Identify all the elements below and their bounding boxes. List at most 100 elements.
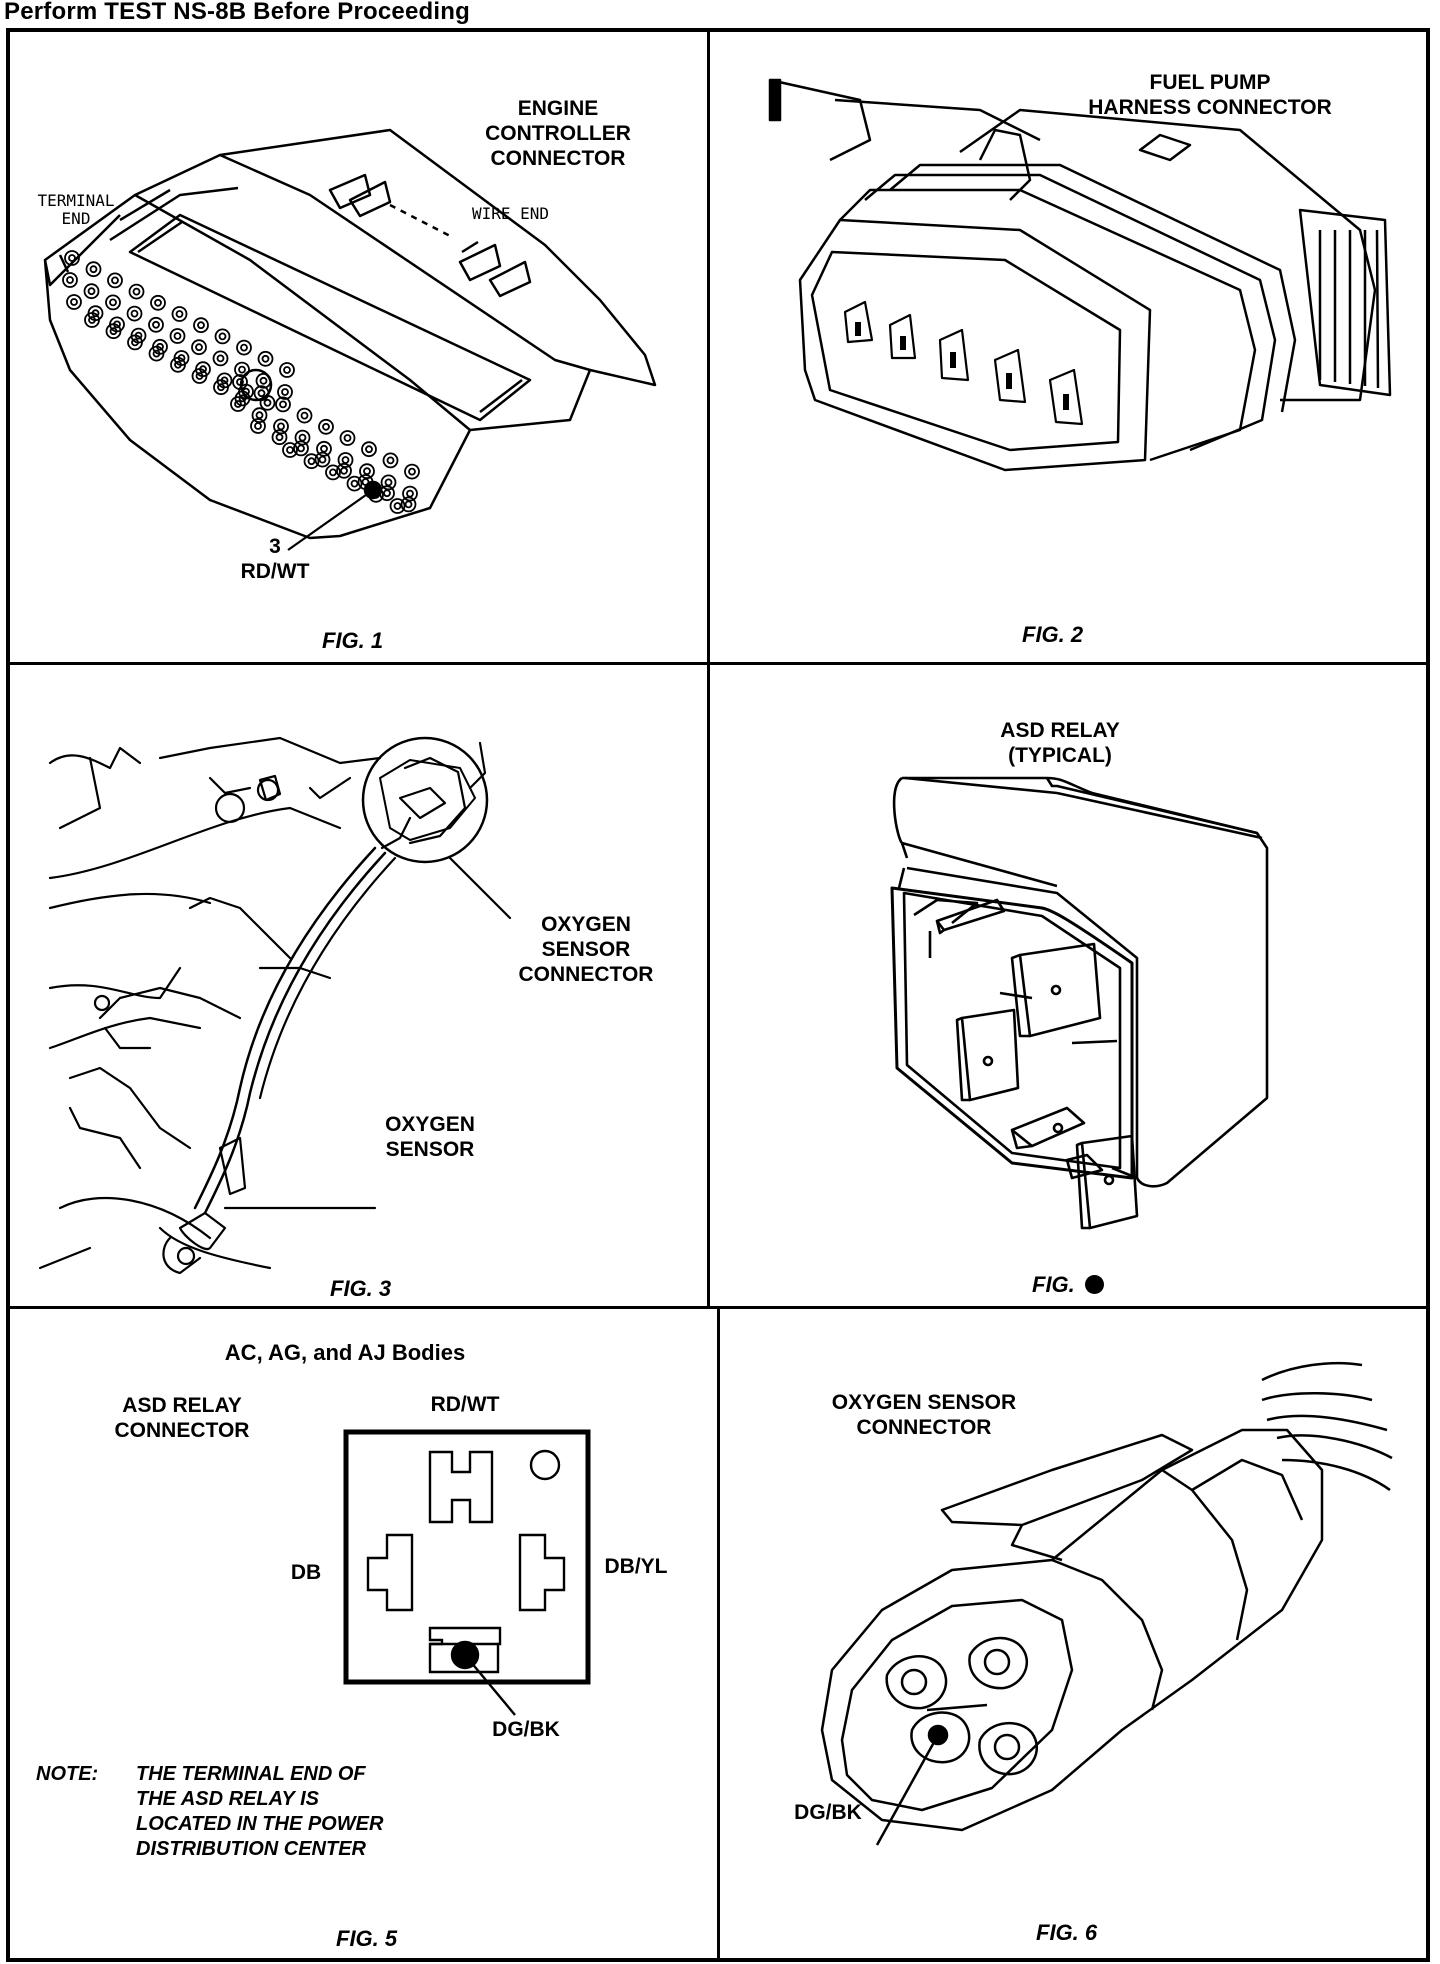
connector-pin-socket	[240, 395, 246, 401]
fig6-caption: FIG. 6	[1036, 1920, 1098, 1945]
connector-pin	[65, 251, 79, 265]
fig3-sensor-line1: OXYGEN	[385, 1113, 475, 1136]
connector-pin-socket	[196, 344, 202, 350]
connector-pin-socket	[198, 322, 204, 328]
asd-relay-connector-drawing	[10, 1310, 710, 1960]
fig5-note-label: NOTE:	[36, 1763, 99, 1785]
fig1-pin-number: 3	[269, 535, 281, 558]
fig1-caption: FIG. 1	[322, 628, 384, 653]
fig4-title: ASD RELAY (TYPICAL)	[960, 718, 1160, 768]
fig5-relay-line2: CONNECTOR	[114, 1419, 250, 1442]
connector-pin	[391, 499, 405, 513]
connector-pin-socket	[406, 501, 412, 507]
connector-pin	[192, 340, 206, 354]
fig2-title: FUEL PUMP HARNESS CONNECTOR	[1080, 70, 1340, 120]
fig1-title-line1: ENGINE	[517, 97, 599, 120]
connector-pin-socket	[197, 373, 203, 379]
fig3-sensor-line2: SENSOR	[385, 1138, 475, 1161]
fig1-terminal-end-line1: TERMINAL	[37, 191, 115, 210]
connector-pin	[296, 431, 310, 445]
fig3-sensor-label: OXYGEN SENSOR	[370, 1112, 490, 1162]
page-title: Perform TEST NS-8B Before Proceeding	[4, 0, 470, 25]
connector-pin	[194, 318, 208, 332]
fig5-note-line1: THE TERMINAL END OF	[136, 1763, 366, 1785]
connector-pin-socket	[239, 367, 245, 373]
connector-pin-socket	[153, 322, 159, 328]
asd-relay-drawing	[712, 668, 1412, 1308]
fig1-pin-color: RD/WT	[240, 560, 310, 583]
fig5-top-wire: RD/WT	[430, 1393, 500, 1416]
fig3-connector-line2: SENSOR	[541, 938, 631, 961]
connector-pin	[108, 273, 122, 287]
connector-pin	[130, 285, 144, 299]
fig6-title: OXYGEN SENSOR CONNECTOR	[814, 1390, 1034, 1440]
connector-pin	[317, 442, 331, 456]
panel-divider-vertical-bottom	[717, 1308, 720, 1962]
fig5-note-text: THE TERMINAL END OF THE ASD RELAY IS LOC…	[136, 1762, 383, 1862]
connector-pin	[360, 464, 374, 478]
connector-pin	[305, 454, 319, 468]
fig1-pin-label: 3 RD/WT	[225, 534, 325, 584]
fig4-title-line1: ASD RELAY	[1000, 719, 1120, 742]
connector-pin	[85, 284, 99, 298]
connector-pin	[63, 273, 77, 287]
connector-pin	[276, 397, 290, 411]
connector-pin	[85, 313, 99, 327]
connector-pin-socket	[111, 328, 117, 334]
fig6-title-line2: CONNECTOR	[856, 1416, 992, 1439]
connector-pin-socket	[110, 299, 116, 305]
fig4-title-line2: (TYPICAL)	[1008, 744, 1112, 767]
connector-pin-socket	[134, 289, 140, 295]
connector-pin-socket	[282, 389, 288, 395]
connector-pin-socket	[155, 300, 161, 306]
connector-pin	[253, 408, 267, 422]
connector-pin	[319, 420, 333, 434]
connector-pin-socket	[278, 423, 284, 429]
connector-pin	[171, 329, 185, 343]
fig3-connector-line1: OXYGEN	[541, 913, 631, 936]
connector-pin-socket	[175, 333, 181, 339]
panel-divider-vertical-top	[707, 28, 710, 664]
fig5-bottom-wire: DG/BK	[492, 1718, 560, 1741]
connector-pin	[235, 363, 249, 377]
connector-pin-socket	[277, 434, 283, 440]
fig1-wire-end-label: WIRE END	[472, 204, 550, 223]
connector-pin	[316, 453, 330, 467]
connector-pin	[298, 409, 312, 423]
fig5-bodies-label: AC, AG, and AJ Bodies	[224, 1340, 466, 1365]
connector-pin	[274, 419, 288, 433]
connector-pin-socket	[218, 355, 224, 361]
connector-pin-socket	[323, 424, 329, 430]
connector-pin-socket	[280, 401, 286, 407]
connector-pin	[326, 465, 340, 479]
connector-pin-socket	[261, 378, 267, 384]
fig5-connector-outline	[346, 1432, 588, 1682]
connector-pin	[405, 465, 419, 479]
connector-pin	[171, 358, 185, 372]
fig2-title-line1: FUEL PUMP	[1149, 71, 1271, 94]
fig1-terminal-end-line2: END	[61, 209, 91, 228]
fig6-title-line1: OXYGEN SENSOR	[831, 1391, 1017, 1414]
connector-pin-socket	[154, 351, 160, 357]
connector-pin-socket	[218, 384, 224, 390]
panel-divider-horizontal-2	[6, 1306, 1430, 1309]
connector-pin-socket	[320, 457, 326, 463]
connector-pin	[216, 329, 230, 343]
connector-pin	[402, 497, 416, 511]
connector-pin-socket	[255, 423, 261, 429]
connector-pin	[339, 453, 353, 467]
connector-pin-socket	[241, 345, 247, 351]
connector-pin-socket	[71, 299, 77, 305]
connector-pin-socket	[132, 339, 138, 345]
connector-pin	[273, 430, 287, 444]
connector-pin	[128, 307, 142, 321]
connector-pin	[384, 453, 398, 467]
panel-divider-vertical-middle	[707, 664, 710, 1308]
connector-pin	[251, 419, 265, 433]
connector-pin	[382, 475, 396, 489]
connector-pin	[87, 262, 101, 276]
connector-pin-socket	[395, 503, 401, 509]
connector-pin	[150, 347, 164, 361]
connector-pin	[128, 335, 142, 349]
connector-pin-socket	[112, 277, 118, 283]
